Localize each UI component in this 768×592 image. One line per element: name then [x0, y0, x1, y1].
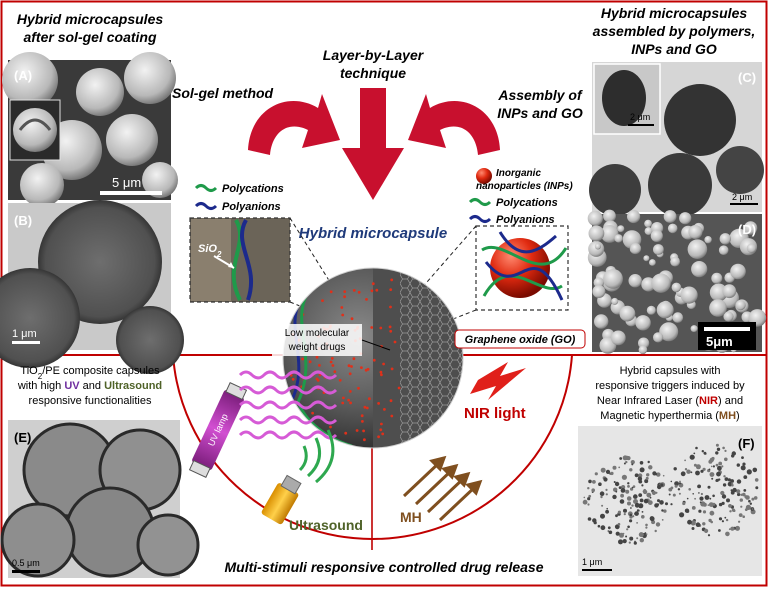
panel-f-text-2: responsive triggers induced by — [595, 380, 745, 392]
polycation-legend-icon — [194, 184, 218, 192]
panel-e-scale-bar — [12, 570, 40, 573]
bottom-caption: Multi-stimuli responsive controlled drug… — [225, 559, 544, 575]
panel-e-text-3: responsive functionalities — [29, 395, 152, 407]
inp-zoom-inset — [475, 225, 569, 311]
inp-legend-icon — [476, 168, 492, 184]
assembly-arrow — [408, 94, 500, 155]
legend-right-inps-2: nanoparticles (INPs) — [476, 181, 573, 192]
legend-left-polycations: Polycations — [222, 183, 284, 195]
panel-e-text-1: TiO2/PE composite capsules — [20, 365, 160, 381]
title-top-left-2: after sol-gel coating — [23, 29, 156, 45]
panel-e-image — [0, 420, 200, 578]
mh-arrows-icon — [402, 455, 483, 522]
panel-c-inset-scale-label: 2 μm — [630, 112, 650, 122]
panel-d-image — [587, 209, 767, 355]
uv-waves-icon — [238, 370, 338, 440]
bottom-semicircle — [172, 354, 573, 540]
ultrasound-label: Ultrasound — [289, 517, 363, 533]
panel-d-scale-bar — [704, 327, 750, 331]
panel-c-scale-bar — [730, 203, 758, 205]
hybrid-microcapsule — [282, 267, 464, 449]
legend-right-polyanions: Polyanions — [496, 214, 555, 226]
lbl-label-1: Layer-by-Layer — [323, 47, 425, 63]
panel-b-image — [0, 200, 184, 374]
panel-e-text-2: with high UV and Ultrasound — [17, 380, 162, 392]
zoom-line-right-2 — [419, 225, 477, 291]
drugs-label-2: weight drugs — [288, 342, 346, 353]
title-top-left-1: Hybrid microcapsules — [17, 11, 163, 27]
panel-e-scale-label: 0.5 μm — [12, 558, 40, 568]
panel-a-label: (A) — [14, 68, 32, 83]
sio2-label: SiO2 — [198, 243, 222, 259]
panel-a-scale-bar — [100, 191, 162, 195]
panel-c-label: (C) — [738, 70, 756, 85]
panel-f-image — [578, 426, 762, 576]
panel-b-scale-bar — [12, 341, 40, 344]
center-title: Hybrid microcapsule — [299, 225, 447, 242]
panel-f-text-1: Hybrid capsules with — [620, 365, 721, 377]
ultrasound-waves-icon — [298, 429, 335, 484]
panel-f-text-3: Near Infrared Laser (NIR) and — [597, 395, 743, 407]
panel-a-image — [2, 52, 178, 207]
panel-e-label: (E) — [14, 430, 31, 445]
sol-gel-arrow — [248, 94, 340, 155]
title-top-right-1: Hybrid microcapsules — [601, 5, 747, 21]
nir-lightning-icon — [470, 362, 526, 400]
panel-d-scale-box — [698, 322, 756, 350]
panel-b-label: (B) — [14, 213, 32, 228]
go-label-box — [454, 329, 586, 349]
title-top-right-3: INPs and GO — [631, 41, 717, 57]
panel-f-scale-bar — [582, 569, 612, 571]
lbl-label-2: technique — [340, 65, 406, 81]
ultrasound-probe-icon — [261, 474, 302, 525]
nir-label: NIR light — [464, 405, 526, 422]
assembly-label-1: Assembly of — [497, 87, 583, 103]
panel-a-scale-label: 5 μm — [112, 175, 141, 190]
polycation-legend-icon-right — [468, 198, 492, 206]
go-label: Graphene oxide (GO) — [465, 334, 576, 346]
panel-d-scale-label: 5μm — [706, 334, 733, 349]
lbl-arrow — [342, 88, 404, 200]
sio2-zoom-inset — [189, 217, 291, 303]
uv-lamp-icon: UV lamp — [188, 382, 248, 478]
panel-d-label: (D) — [738, 222, 756, 237]
legend-right-inps-1: Inorganic — [496, 168, 541, 179]
sol-gel-label: Sol-gel method — [172, 85, 274, 101]
drugs-label-1: Low molecular — [285, 328, 350, 339]
mh-label: MH — [400, 509, 422, 525]
panel-c-inset-scale-bar — [628, 124, 654, 126]
zoom-line-left-2 — [289, 217, 336, 291]
drugs-pointer — [361, 339, 391, 351]
legend-left-polyanions: Polyanions — [222, 201, 281, 213]
panel-b-scale-label: 1 μm — [12, 328, 37, 340]
polyanion-legend-icon-right — [468, 215, 492, 223]
panel-f-text-4: Magnetic hyperthermia (MH) — [600, 410, 739, 422]
panel-c-scale-label: 2 μm — [732, 192, 752, 202]
title-top-right-2: assembled by polymers, — [593, 23, 756, 39]
assembly-label-2: INPs and GO — [497, 105, 583, 121]
panel-f-scale-label: 1 μm — [582, 557, 602, 567]
panel-f-label: (F) — [738, 436, 755, 451]
drugs-label-bg — [272, 324, 362, 356]
legend-right-polycations: Polycations — [496, 197, 558, 209]
panel-c-image — [589, 62, 764, 217]
polyanion-legend-icon — [194, 202, 218, 210]
